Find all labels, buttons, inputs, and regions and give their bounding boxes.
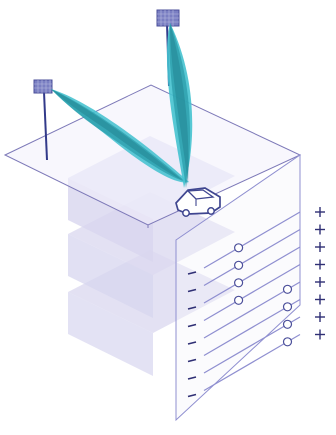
slider-knob (235, 296, 243, 304)
slider-knob (284, 320, 292, 328)
slider-knob (235, 279, 243, 287)
cell-tower-icon (34, 80, 52, 93)
car-wheel-front (183, 210, 189, 216)
slider-knob (284, 303, 292, 311)
slider-knob (235, 261, 243, 269)
slider-knob (235, 244, 243, 252)
slider-knob (284, 338, 292, 346)
car-wheel-back (208, 208, 214, 214)
slider-knob (284, 285, 292, 293)
